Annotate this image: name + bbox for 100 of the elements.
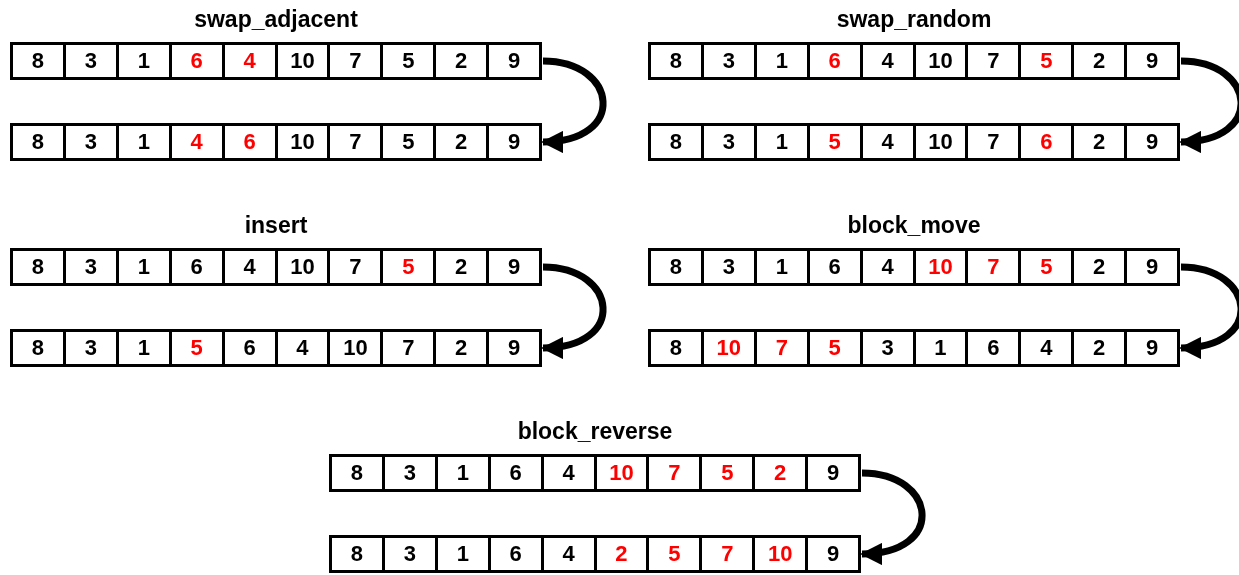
array-title: block_reverse xyxy=(516,417,674,446)
array-cell: 7 xyxy=(327,251,381,283)
curved-arrow xyxy=(859,469,926,564)
array-cell: 10 xyxy=(327,332,381,364)
array-cell: 9 xyxy=(486,332,540,364)
array-cell: 5 xyxy=(168,332,222,364)
array-cell: 7 xyxy=(965,45,1019,77)
array-cell: 5 xyxy=(699,457,753,489)
array-cell: 8 xyxy=(651,332,701,364)
array-cell: 8 xyxy=(13,45,63,77)
array-cell: 9 xyxy=(1124,126,1178,158)
array-cell: 3 xyxy=(62,45,116,77)
array-row xyxy=(648,329,1180,367)
array-cell: 7 xyxy=(327,45,381,77)
array-cell: 10 xyxy=(752,538,806,570)
curved-arrow xyxy=(540,57,607,152)
array-cell: 9 xyxy=(1124,251,1178,283)
array-cell: 8 xyxy=(651,45,701,77)
array-cell: 7 xyxy=(965,126,1019,158)
array-cell: 4 xyxy=(1018,332,1072,364)
array-cell: 8 xyxy=(332,457,382,489)
array-cell: 1 xyxy=(434,538,488,570)
array-row xyxy=(648,42,1180,80)
array-cell: 3 xyxy=(859,332,913,364)
array-title: swap_random xyxy=(835,5,993,34)
array-row xyxy=(10,42,542,80)
array-cell: 3 xyxy=(62,251,116,283)
array-cell: 9 xyxy=(805,457,859,489)
array-row xyxy=(648,248,1180,286)
array-cell: 4 xyxy=(221,45,275,77)
array-row xyxy=(648,123,1180,161)
array-row xyxy=(10,329,542,367)
array-cell: 3 xyxy=(700,126,754,158)
array-cell: 5 xyxy=(806,126,860,158)
array-cell: 9 xyxy=(805,538,859,570)
array-cell: 1 xyxy=(115,251,169,283)
array-cell: 10 xyxy=(912,45,966,77)
array-cell: 4 xyxy=(859,251,913,283)
array-cell: 5 xyxy=(1018,45,1072,77)
array-cell: 7 xyxy=(965,251,1019,283)
array-cell: 2 xyxy=(1071,45,1125,77)
array-title: insert xyxy=(243,211,309,240)
array-cell: 1 xyxy=(753,45,807,77)
array-title: block_move xyxy=(846,211,982,240)
array-cell: 6 xyxy=(487,457,541,489)
array-cell: 9 xyxy=(1124,45,1178,77)
array-cell: 2 xyxy=(433,251,487,283)
array-cell: 6 xyxy=(806,251,860,283)
array-cell: 2 xyxy=(752,457,806,489)
curved-arrow xyxy=(1178,57,1239,152)
array-row xyxy=(10,123,542,161)
array-cell: 9 xyxy=(486,251,540,283)
array-cell: 10 xyxy=(912,251,966,283)
array-cell: 10 xyxy=(274,45,328,77)
array-cell: 7 xyxy=(753,332,807,364)
array-cell: 4 xyxy=(859,45,913,77)
array-cell: 2 xyxy=(433,126,487,158)
array-cell: 4 xyxy=(859,126,913,158)
array-cell: 6 xyxy=(1018,126,1072,158)
array-cell: 8 xyxy=(332,538,382,570)
array-title: swap_adjacent xyxy=(193,5,359,34)
array-cell: 8 xyxy=(651,126,701,158)
array-cell: 7 xyxy=(699,538,753,570)
array-cell: 1 xyxy=(115,45,169,77)
array-cell: 8 xyxy=(13,251,63,283)
array-cell: 2 xyxy=(433,332,487,364)
array-cell: 1 xyxy=(434,457,488,489)
array-cell: 1 xyxy=(912,332,966,364)
array-cell: 4 xyxy=(221,251,275,283)
array-cell: 1 xyxy=(115,332,169,364)
array-cell: 2 xyxy=(1071,251,1125,283)
array-cell: 6 xyxy=(168,45,222,77)
array-cell: 3 xyxy=(700,251,754,283)
array-cell: 10 xyxy=(912,126,966,158)
array-cell: 1 xyxy=(753,126,807,158)
array-cell: 10 xyxy=(274,126,328,158)
array-cell: 4 xyxy=(540,538,594,570)
array-cell: 2 xyxy=(433,45,487,77)
array-cell: 5 xyxy=(380,45,434,77)
array-cell: 4 xyxy=(540,457,594,489)
array-row xyxy=(329,454,861,492)
array-cell: 2 xyxy=(593,538,647,570)
array-cell: 10 xyxy=(274,251,328,283)
array-cell: 7 xyxy=(646,457,700,489)
array-cell: 6 xyxy=(806,45,860,77)
array-cell: 3 xyxy=(381,457,435,489)
array-cell: 7 xyxy=(327,126,381,158)
array-cell: 6 xyxy=(965,332,1019,364)
array-cell: 6 xyxy=(168,251,222,283)
array-cell: 8 xyxy=(651,251,701,283)
array-cell: 1 xyxy=(115,126,169,158)
array-cell: 2 xyxy=(1071,126,1125,158)
curved-arrow xyxy=(540,263,607,358)
array-row xyxy=(10,248,542,286)
array-cell: 2 xyxy=(1071,332,1125,364)
array-cell: 3 xyxy=(381,538,435,570)
array-cell: 3 xyxy=(700,45,754,77)
array-cell: 5 xyxy=(646,538,700,570)
array-cell: 4 xyxy=(274,332,328,364)
array-cell: 9 xyxy=(486,126,540,158)
